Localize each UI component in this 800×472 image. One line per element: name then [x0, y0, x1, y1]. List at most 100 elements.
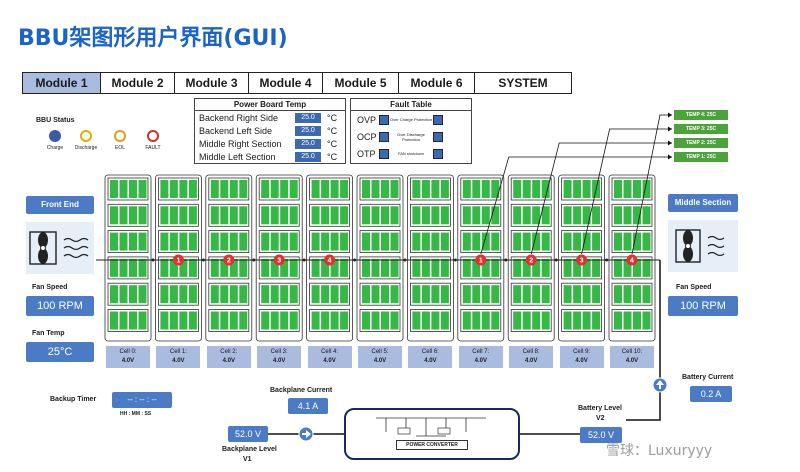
battery-segment — [110, 206, 118, 225]
battery-segment — [261, 232, 270, 251]
battery-segment — [270, 180, 279, 198]
battery-segment — [289, 180, 298, 198]
battery-segment — [614, 285, 622, 304]
temp-sensor-marker — [324, 254, 336, 266]
battery-segment — [462, 180, 471, 198]
battery-segment — [421, 311, 430, 330]
battery-segment — [522, 258, 531, 277]
cell-column — [457, 174, 505, 342]
pb-row-label: Backend Left Side — [199, 125, 273, 136]
cell-name: Cell 5: — [371, 349, 389, 355]
leader-arrow — [668, 154, 672, 160]
battery-segment — [280, 232, 289, 251]
battery-segment — [390, 258, 399, 277]
battery-segment — [623, 311, 632, 330]
tab-system[interactable]: SYSTEM — [475, 73, 571, 93]
pb-row-unit: °C — [327, 112, 338, 123]
battery-segment — [563, 311, 572, 330]
battery-segment — [169, 206, 178, 225]
middle-section-fan-icon — [668, 220, 738, 272]
battery-segment — [481, 258, 490, 277]
tab-module-1[interactable]: Module 1 — [23, 73, 101, 93]
battery-segment — [573, 311, 582, 330]
watermark: 雪球：Luxuryyy — [606, 443, 713, 459]
battery-segment — [481, 180, 490, 198]
battery-segment — [431, 258, 440, 277]
front-end-fan-icon — [26, 222, 94, 274]
tab-module-2[interactable]: Module 2 — [101, 73, 175, 93]
temp-2-tag: TEMP 2: 25C — [674, 138, 728, 148]
temp-sensor-label: 1 — [479, 258, 483, 265]
tab-module-3[interactable]: Module 3 — [175, 73, 249, 93]
battery-segment — [229, 258, 238, 277]
battery-segment — [431, 232, 440, 251]
temp-sensor-label: 4 — [328, 258, 332, 265]
battery-segment — [110, 311, 118, 330]
battery-bus-line — [626, 260, 661, 421]
cell-column — [356, 174, 404, 342]
cell-voltage: 4.0V — [172, 358, 185, 364]
pb-row: Backend Right Side 25.0 °C — [195, 111, 345, 124]
battery-segment — [491, 285, 500, 304]
middle-fan-speed-label: Fan Speed — [676, 284, 712, 291]
tab-module-6[interactable]: Module 6 — [399, 73, 475, 93]
battery-segment — [513, 258, 522, 277]
cell-name: Cell 1: — [169, 349, 187, 355]
battery-segment — [381, 258, 389, 277]
battery-segment — [421, 206, 430, 225]
fan-icon — [675, 229, 725, 263]
battery-segment — [160, 258, 169, 277]
battery-segment — [188, 180, 197, 198]
battery-segment — [491, 232, 500, 251]
battery-segment — [270, 232, 279, 251]
battery-segment — [210, 206, 219, 225]
fan-icon — [29, 231, 89, 265]
status-charge: Charge — [42, 130, 68, 151]
tab-module-4[interactable]: Module 4 — [249, 73, 323, 93]
cell-voltage-label: Cell 8:4.0V — [509, 346, 554, 368]
cell-name: Cell 10: — [621, 349, 643, 355]
battery-segment — [188, 206, 197, 225]
battery-segment — [431, 206, 440, 225]
battery-segment — [340, 258, 349, 277]
battery-segment — [119, 206, 128, 225]
battery-segment — [261, 206, 270, 225]
tab-module-5[interactable]: Module 5 — [323, 73, 399, 93]
backup-timer-value: -- : -- : -- — [112, 392, 172, 408]
battery-segment — [330, 311, 339, 330]
cell-column — [558, 174, 605, 342]
battery-segment — [513, 180, 522, 198]
fault-row: OTP FAN shutdown — [351, 145, 471, 162]
battery-segment — [582, 206, 591, 225]
battery-segment — [179, 206, 188, 225]
battery-segment — [210, 311, 219, 330]
battery-segment — [330, 206, 339, 225]
battery-segment — [119, 311, 128, 330]
battery-segment — [431, 180, 440, 198]
battery-segment — [362, 180, 370, 198]
battery-segment — [179, 232, 188, 251]
battery-segment — [633, 206, 641, 225]
battery-segment — [239, 206, 248, 225]
cell-voltage: 4.0V — [525, 358, 538, 364]
battery-segment — [642, 232, 651, 251]
fault-indicator-icon — [379, 148, 389, 159]
battery-segment — [169, 285, 178, 304]
front-fan-temp-value: 25°C — [26, 342, 94, 362]
fault-code: OCP — [357, 131, 377, 142]
battery-segment — [532, 285, 541, 304]
battery-segment — [138, 285, 147, 304]
battery-segment — [119, 258, 128, 277]
cell-voltage-label: Cell 0:4.0V — [106, 346, 150, 368]
battery-segment — [289, 285, 298, 304]
battery-segment — [229, 311, 238, 330]
battery-segment — [472, 311, 481, 330]
battery-segment — [280, 258, 289, 277]
battery-segment — [110, 285, 118, 304]
battery-segment — [220, 180, 229, 198]
battery-segment — [169, 232, 178, 251]
cell-voltage: 4.0V — [373, 358, 387, 364]
battery-segment — [491, 311, 500, 330]
battery-segment — [381, 206, 389, 225]
battery-segment — [129, 311, 137, 330]
